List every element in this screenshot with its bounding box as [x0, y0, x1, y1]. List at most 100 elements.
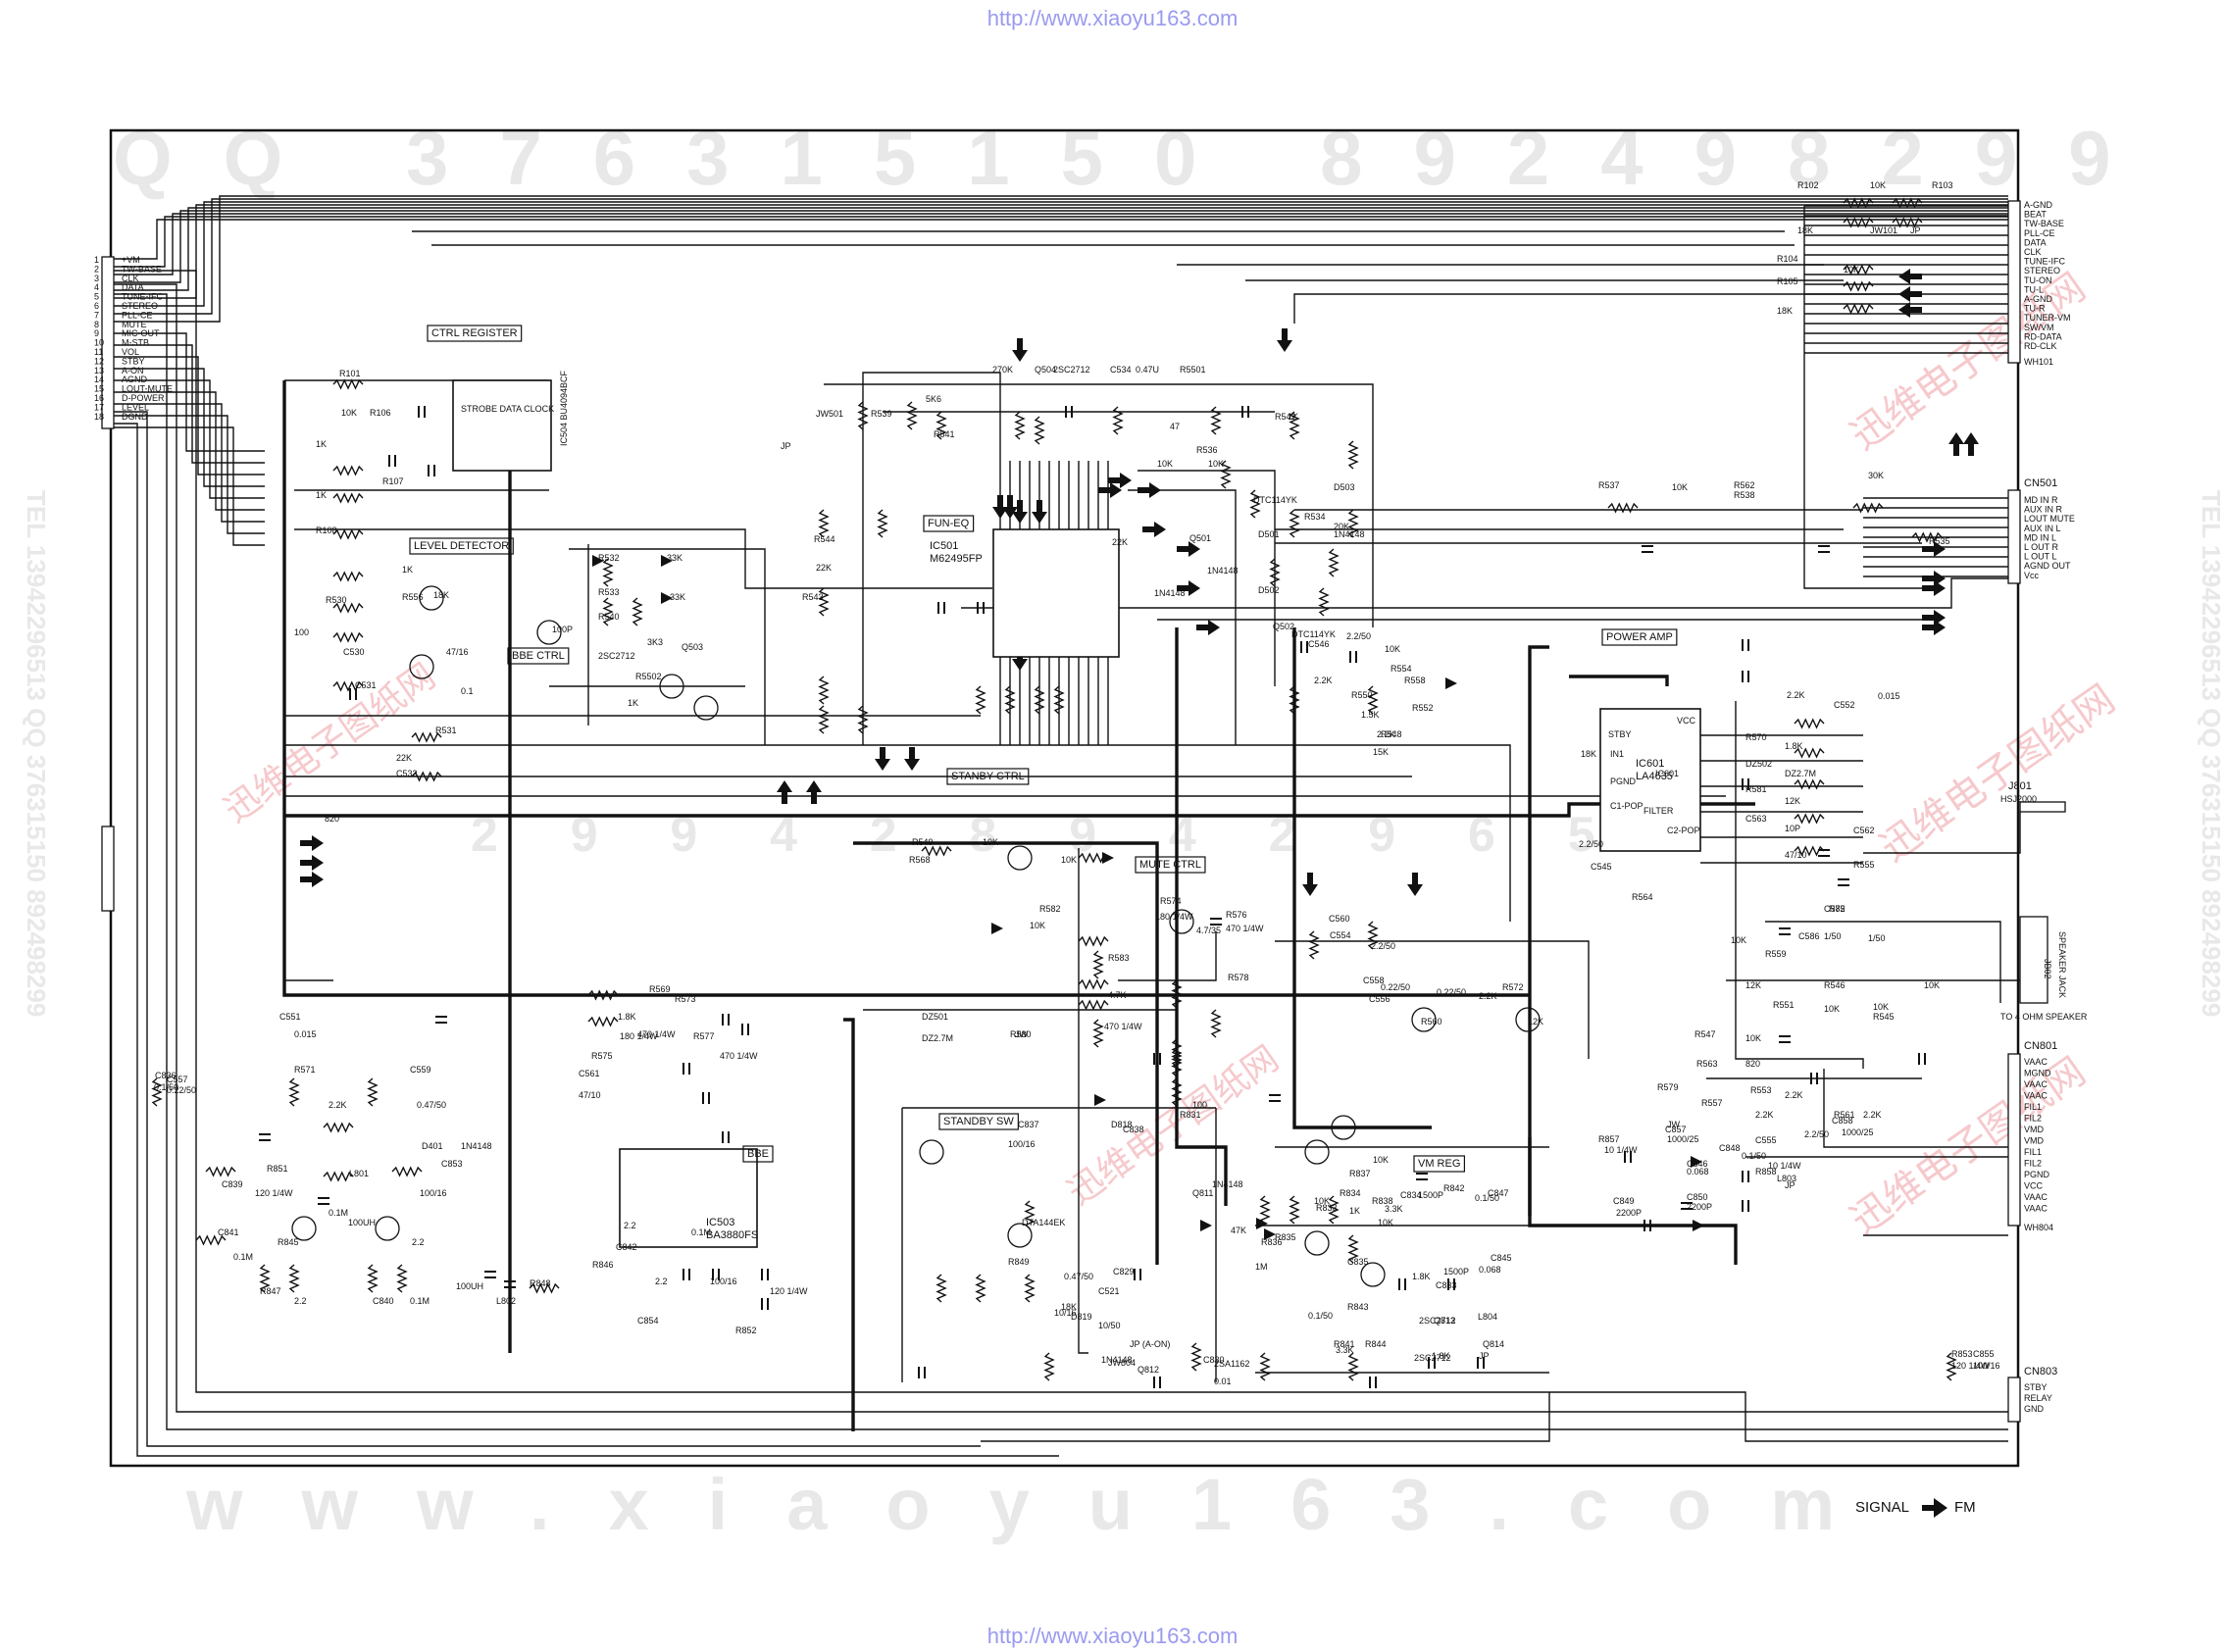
part-value-label: 4.7/35	[1196, 926, 1221, 935]
wire	[1289, 1195, 1300, 1225]
part-ref-label: C847	[1488, 1188, 1509, 1198]
wire	[114, 213, 2008, 275]
wh101-pin-label: A-GND	[2024, 294, 2053, 304]
part-value-label: 2SA1162	[1214, 1359, 1249, 1369]
cn801-pin-label: VAAC	[2024, 1091, 2048, 1101]
signal-arrow-right	[1922, 541, 1946, 557]
jb02-ref-label: JB02	[2043, 959, 2052, 979]
signal-arrow-right	[1922, 610, 1946, 626]
signal-arrow-up	[777, 780, 792, 804]
part-ref-label: R563	[1696, 1059, 1718, 1069]
source-url-top[interactable]: http://www.xiaoyu163.com	[986, 6, 1239, 30]
part-value-label: JP	[781, 441, 791, 451]
part-value-label: 33K	[667, 553, 683, 563]
wire	[824, 383, 1374, 627]
cn801-body	[2007, 1053, 2021, 1226]
part-ref-label: R535	[1929, 536, 1950, 546]
wire	[294, 528, 992, 589]
part-ref-label: C838	[1123, 1125, 1144, 1134]
diode-symbol	[991, 923, 1003, 934]
part-ref-label: R537	[1598, 480, 1620, 490]
part-ref-label: R557	[1701, 1098, 1723, 1108]
signal-arrow-right	[1142, 522, 1166, 537]
signal-arrow-down	[992, 495, 1008, 519]
part-value-label: 10K	[1157, 459, 1173, 469]
part-ref-label: C835	[1347, 1257, 1369, 1267]
part-value-label: 2.2K	[329, 1100, 347, 1110]
part-value-label: DZ2.7M	[922, 1033, 953, 1043]
wire	[877, 509, 888, 538]
ic601-pin-vcc: VCC	[1677, 716, 1696, 726]
part-ref-label: R851	[267, 1164, 288, 1174]
wire	[1863, 812, 2021, 854]
wire	[1347, 440, 1359, 470]
wire	[818, 676, 830, 705]
part-ref-label: R571	[294, 1065, 316, 1075]
part-value-label: 0.1M	[233, 1252, 253, 1262]
part-value-label: 1000/25	[1667, 1134, 1699, 1144]
signal-arrow-left	[1898, 269, 1922, 284]
left-connector-pin-label: LOUT-MUTE	[122, 384, 173, 394]
watermark-diag-4: 迅维电子图纸网	[217, 655, 442, 829]
part-ref-label: R5501	[1180, 365, 1206, 375]
wh101-pin-label: TU-R	[2024, 304, 2046, 314]
part-ref-label: R838	[1372, 1196, 1393, 1206]
part-value-label: 10K	[1061, 855, 1077, 865]
wire	[1794, 778, 1825, 790]
wire	[332, 378, 364, 390]
ic-ref-label: IC503	[706, 1217, 734, 1228]
speaker-jack-body	[2019, 916, 2048, 1004]
part-ref-label: C531	[355, 680, 377, 690]
part-ref-label: C558	[1363, 976, 1385, 985]
signal-arrow-right	[1098, 482, 1122, 498]
part-value-label: 180 1/4W	[620, 1031, 658, 1041]
cn803-pin-label: GND	[2024, 1404, 2045, 1414]
ic504-label: IC504 BU4094BCF	[559, 370, 569, 446]
part-ref-label: R564	[1632, 892, 1653, 902]
part-value-label: 10K	[1378, 1218, 1393, 1227]
part-value-label: 10/16	[1054, 1308, 1077, 1318]
wire	[1843, 264, 1874, 275]
signal-arrow-right	[1922, 571, 1946, 586]
wiring	[114, 195, 2021, 1457]
cn801-pin-label: FIL1	[2024, 1102, 2042, 1112]
part-value-label: 120 1/4W	[255, 1188, 293, 1198]
wire	[1367, 685, 1379, 715]
part-value-label: 2SC2712	[1414, 1353, 1451, 1363]
part-ref-label: C833	[1436, 1280, 1457, 1290]
wire	[114, 411, 981, 1447]
part-value-label: DTC114YK	[1253, 495, 1297, 505]
wire	[1004, 685, 1016, 715]
transistor-symbol	[1411, 1007, 1437, 1032]
part-value-label: 100	[294, 627, 309, 637]
part-value-label: 2.2	[624, 1221, 636, 1230]
part-ref-label: R568	[909, 855, 931, 865]
wire	[857, 705, 869, 734]
part-value-label: 470 1/4W	[720, 1051, 758, 1061]
part-ref-label: R573	[675, 994, 696, 1004]
wh101-pin-label: TW-BASE	[2024, 219, 2064, 228]
block-label: MUTE CTRL	[1139, 859, 1201, 871]
left-connector-pin-number: 17	[94, 402, 104, 412]
part-value-label: DTC114YK	[1291, 629, 1336, 639]
part-value-label: 30K	[1868, 471, 1884, 480]
wire	[1210, 406, 1222, 435]
source-url-bottom[interactable]: http://www.xiaoyu163.com	[986, 1624, 1239, 1648]
part-ref-label: DZ502	[1745, 759, 1772, 769]
part-value-label: 15K	[1373, 747, 1389, 757]
wh101-pin-label: TUNE-IFC	[2024, 257, 2065, 267]
cn801-pin-label: FIL2	[2024, 1114, 2042, 1124]
left-connector-pin-label: D-POWER	[122, 393, 165, 403]
left-connector-pin-label: A-ON	[122, 366, 144, 375]
part-value-label: 1N4148	[1101, 1355, 1133, 1365]
signal-arrow-right	[300, 872, 324, 887]
part-value-label: 100UH	[456, 1281, 483, 1291]
part-ref-label: R545	[1873, 1012, 1895, 1022]
part-value-label: 0.22/50	[1381, 982, 1410, 992]
part-ref-label: R835	[1275, 1232, 1296, 1242]
signal-arrow-right	[300, 835, 324, 851]
wire	[1803, 206, 1922, 589]
wire	[602, 597, 614, 626]
part-value-label: 2SC2712	[1053, 365, 1090, 375]
part-ref-label: R5502	[635, 672, 662, 681]
